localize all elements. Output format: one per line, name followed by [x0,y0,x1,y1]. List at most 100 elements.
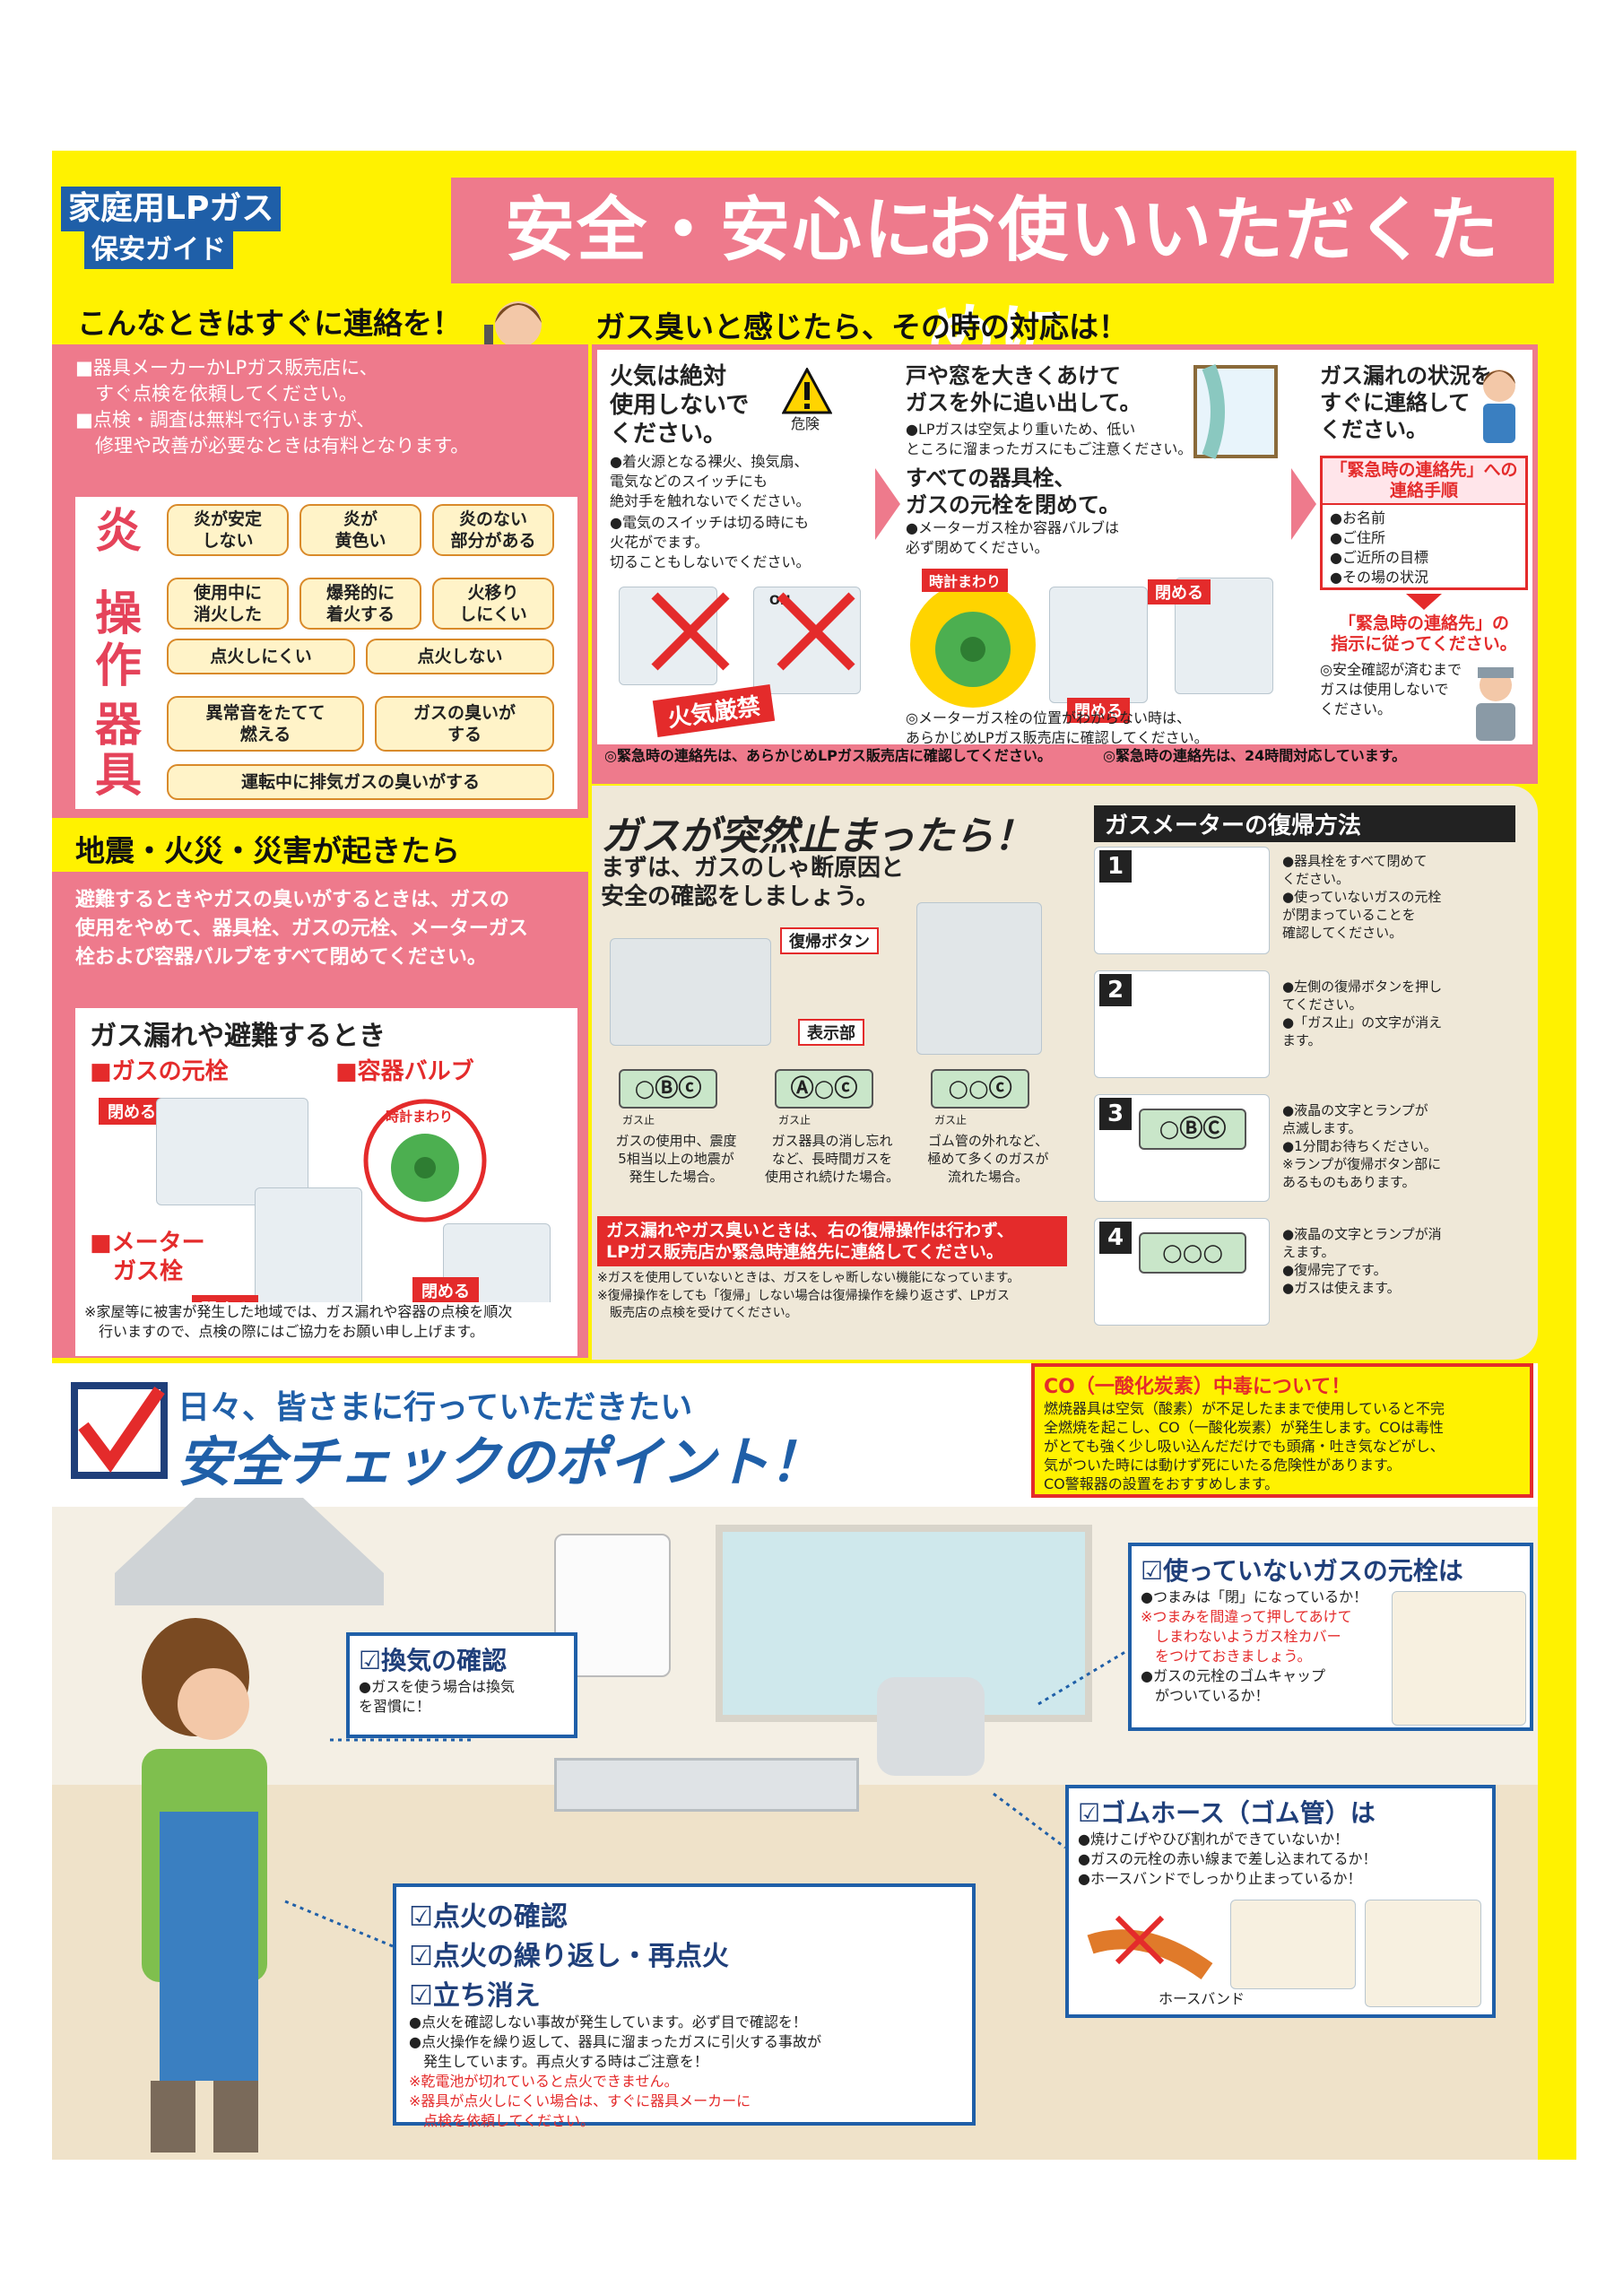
reset-button-label: 復帰ボタン [780,927,879,954]
hose-check-label: ゴムホース（ゴム管）は [1100,1798,1376,1828]
ventilate-heading: 戸や窓を大きくあけて ガスを外に追い出して。 [906,363,1141,415]
cause-desc: ガス器具の消し忘れ など、長時間ガスを 使用され続けた場合。 [764,1133,899,1185]
meter-valve-label: ■メーター ガス栓 [90,1230,205,1285]
ventilate-bullet: ●LPガスは空気より重いため、低い ところに溜まったガスにもご注意ください。 [906,421,1193,457]
gas-stop-warning: ガス漏れやガス臭いときは、右の復帰操作は行わず、 LPガス販売店か緊急時連絡先に… [597,1216,1067,1266]
meter-valve-illustration [255,1187,362,1322]
ignition-check-label-1: 点火の確認 [432,1901,568,1933]
arrow-right-icon [875,468,900,540]
lcd-display: ○○ⓒ [931,1069,1029,1109]
contact-line-2: すぐ点検を依頼してください。 [95,383,358,404]
symptom-box: 火移り しにくい [432,578,554,630]
page-title-band: 安全・安心に お使いいただくために [451,178,1554,377]
close-valves-heading: すべての器具栓、 ガスの元栓を閉めて。 [906,465,1121,517]
category-operation-1: 操 [95,587,143,641]
clockwise-label: 時計まわり [386,1109,454,1125]
gas-smell-title: ガス臭いと感じたら、その時の対応は！ [595,309,1128,344]
procedure-title: 「緊急時の連絡先」への 連絡手順 [1323,458,1525,505]
ventilation-check-title: ☑換気の確認 [359,1646,508,1675]
category-operation-2: 作 [95,639,143,693]
emergency-contact-footer-a: ◎緊急時の連絡先は、あらかじめLPガス販売店に確認してください。 [604,747,1052,764]
close-label: 閉める [412,1277,479,1304]
lcd-caption: ガス止 [934,1114,968,1126]
check-title-1: 日々、皆さまに行っていただきたい [178,1389,693,1426]
procedure-box: 「緊急時の連絡先」への 連絡手順 ●お名前 ●ご住所 ●ご近所の目標 ●その場の… [1320,456,1528,590]
unused-valve-bullet-2: ●ガスの元栓のゴムキャップ がついているか！ [1141,1667,1325,1704]
container-valve-label: ■容器バルブ [335,1058,474,1085]
meter-illustration [916,902,1042,1055]
ignition-check-title-1: ☑点火の確認 [409,1901,568,1933]
symptom-box: 点火しにくい [167,639,355,674]
cause-desc: ゴム管の外れなど、 極めて多くのガスが 流れた場合。 [927,1133,1049,1185]
ventilation-check-label: 換気の確認 [381,1646,508,1675]
unused-valve-check-label: 使っていないガスの元栓は [1163,1556,1463,1586]
symptom-box: 点火しない [366,639,554,674]
disaster-title: 地震・火災・災害が起きたら [75,833,460,868]
valve-cover-illustration [1392,1591,1526,1726]
gas-stop-note-2: ※復帰操作をしても「復帰」しない場合は復帰操作を繰り返さず、LPガス 販売店の点… [597,1289,1010,1320]
arrow-right-icon [1291,468,1316,540]
recovery-title: ガスメーターの復帰方法 [1094,805,1515,842]
no-fire-heading: 火気は絶対 使用しないで ください。 [610,363,750,448]
hose-bullet-2: ●ガスの元栓の赤い線まで差し込まれてるか！ [1078,1850,1377,1867]
meter-location-note: ◎メーターガス栓の位置がわからない時は、 あらかじめLPガス販売店に確認してくだ… [906,709,1209,746]
safety-note: ◎安全確認が済むまで ガスは使用しないで ください。 [1320,661,1462,718]
worker-phone-icon [1476,667,1515,741]
ignition-note-2: ※器具が点火しにくい場合は、すぐに器具メーカーに 点検を依頼してください。 [409,2092,751,2129]
ventilation-check-box: ☑換気の確認 ●ガスを使う場合は換気 を習慣に！ [346,1632,577,1738]
header-tag-lpgas: 家庭用LPガス [61,187,282,231]
meter-illustration [610,938,771,1046]
danger-label: 危険 [791,415,820,432]
display-label: 表示部 [798,1019,864,1046]
report-heading: ガス漏れの状況を すぐに連絡して ください。 [1320,363,1492,442]
valve-knob-icon [363,1099,487,1222]
ignition-check-title-3: ☑立ち消え [409,1980,541,2012]
arrow-down-icon [1406,594,1442,610]
valve-knob-icon [910,582,1036,708]
symptom-box: 運転中に排気ガスの臭いがする [167,764,554,800]
step-text: ●器具栓をすべて閉めて ください。 ●使っていないガスの元栓 が閉まっていること… [1282,853,1442,941]
procedure-item: ●ご住所 [1330,529,1385,546]
symptom-box: 異常音をたてて 燃える [167,696,364,752]
symptom-box: ガスの臭いが する [375,696,554,752]
ignition-bullet-1: ●点火を確認しない事故が発生しています。必ず目で確認を！ [409,2013,807,2031]
hose-bullet-3: ●ホースバンドでしっかり止まっているか！ [1078,1870,1362,1887]
checkmark-icon [71,1382,168,1479]
disaster-footnote: ※家屋等に被害が発生した地域では、ガス漏れや容器の点検を順次 行いますので、点検… [84,1302,568,1342]
category-device-1: 器 [95,699,143,752]
gas-stop-note-1: ※ガスを使用していないときは、ガスをしゃ断しない機能になっています。 [597,1271,1020,1285]
ignition-check-label-3: 立ち消え [432,1980,541,2012]
step-number: 2 [1099,974,1132,1006]
procedure-item: ●お名前 [1330,509,1385,526]
symptom-box: 炎が 黄色い [299,504,421,556]
gas-cylinder-illustration [1049,587,1148,703]
woman-phone-icon [1483,370,1515,443]
disaster-body: 避難するときやガスの臭いがするときは、ガスの 使用をやめて、器具栓、ガスの元栓、… [75,889,528,969]
gas-stop-section: ガスが突然止まったら！ まずは、ガスのしゃ断原因と 安全の確認をしましょう。 復… [592,786,1538,1360]
contact-line-1: ■器具メーカーかLPガス販売店に、 [75,357,378,378]
disaster-section: 地震・火災・災害が起きたら 避難するときやガスの臭いがするときは、ガスの 使用を… [52,818,588,1358]
rice-cooker-illustration [877,1677,985,1776]
contact-title: こんなときはすぐに連絡を！ [77,306,462,341]
hose-band-label: ホースバンド [1159,1990,1245,2007]
check-title-2: 安全チェックのポイント！ [178,1431,823,1494]
symptom-box: 炎が安定 しない [167,504,289,556]
hose-check-title: ☑ゴムホース（ゴム管）は [1078,1798,1376,1828]
ignition-check-title-2: ☑点火の繰り返し・再点火 [409,1941,729,1972]
callout-lines [284,1648,1129,1948]
sink-illustration [554,1758,859,1812]
ventilate-column: 戸や窓を大きくあけて ガスを外に追い出して。 ●LPガスは空気より重いため、低い… [906,362,1282,746]
lcd-display: Ⓐ○ⓒ [775,1069,873,1109]
contact-line-4: 修理や改善が必要なときは有料となります。 [95,435,470,457]
step-number: 3 [1099,1098,1132,1130]
main-valve-label: ■ガスの元栓 [90,1058,229,1085]
unused-valve-note: ※つまみを間違って押してあけて しまわないようガス栓カバー をつけておきましょう… [1141,1608,1352,1665]
page-title-a: 安全・安心に [505,190,936,271]
unused-valve-check-title: ☑使っていないガスの元栓は [1141,1556,1463,1586]
gas-smell-section: ガス臭いと感じたら、その時の対応は！ 火気は絶対 使用しないで ください。 危険… [592,289,1538,784]
contact-instructions-box: ■器具メーカーかLPガス販売店に、 すぐ点検を依頼してください。 ■点検・調査は… [52,344,588,488]
hose-check-box: ☑ゴムホース（ゴム管）は ●焼けこげやひび割れができていないか！ ●ガスの元栓の… [1065,1785,1496,2018]
lcd-display: ○ⒷⒸ [1139,1109,1246,1150]
co-box: CO（一酸化炭素）中毒について！ 燃焼器具は空気（酸素）が不足したままで使用して… [1031,1363,1533,1498]
warning-triangle-icon [782,368,832,414]
